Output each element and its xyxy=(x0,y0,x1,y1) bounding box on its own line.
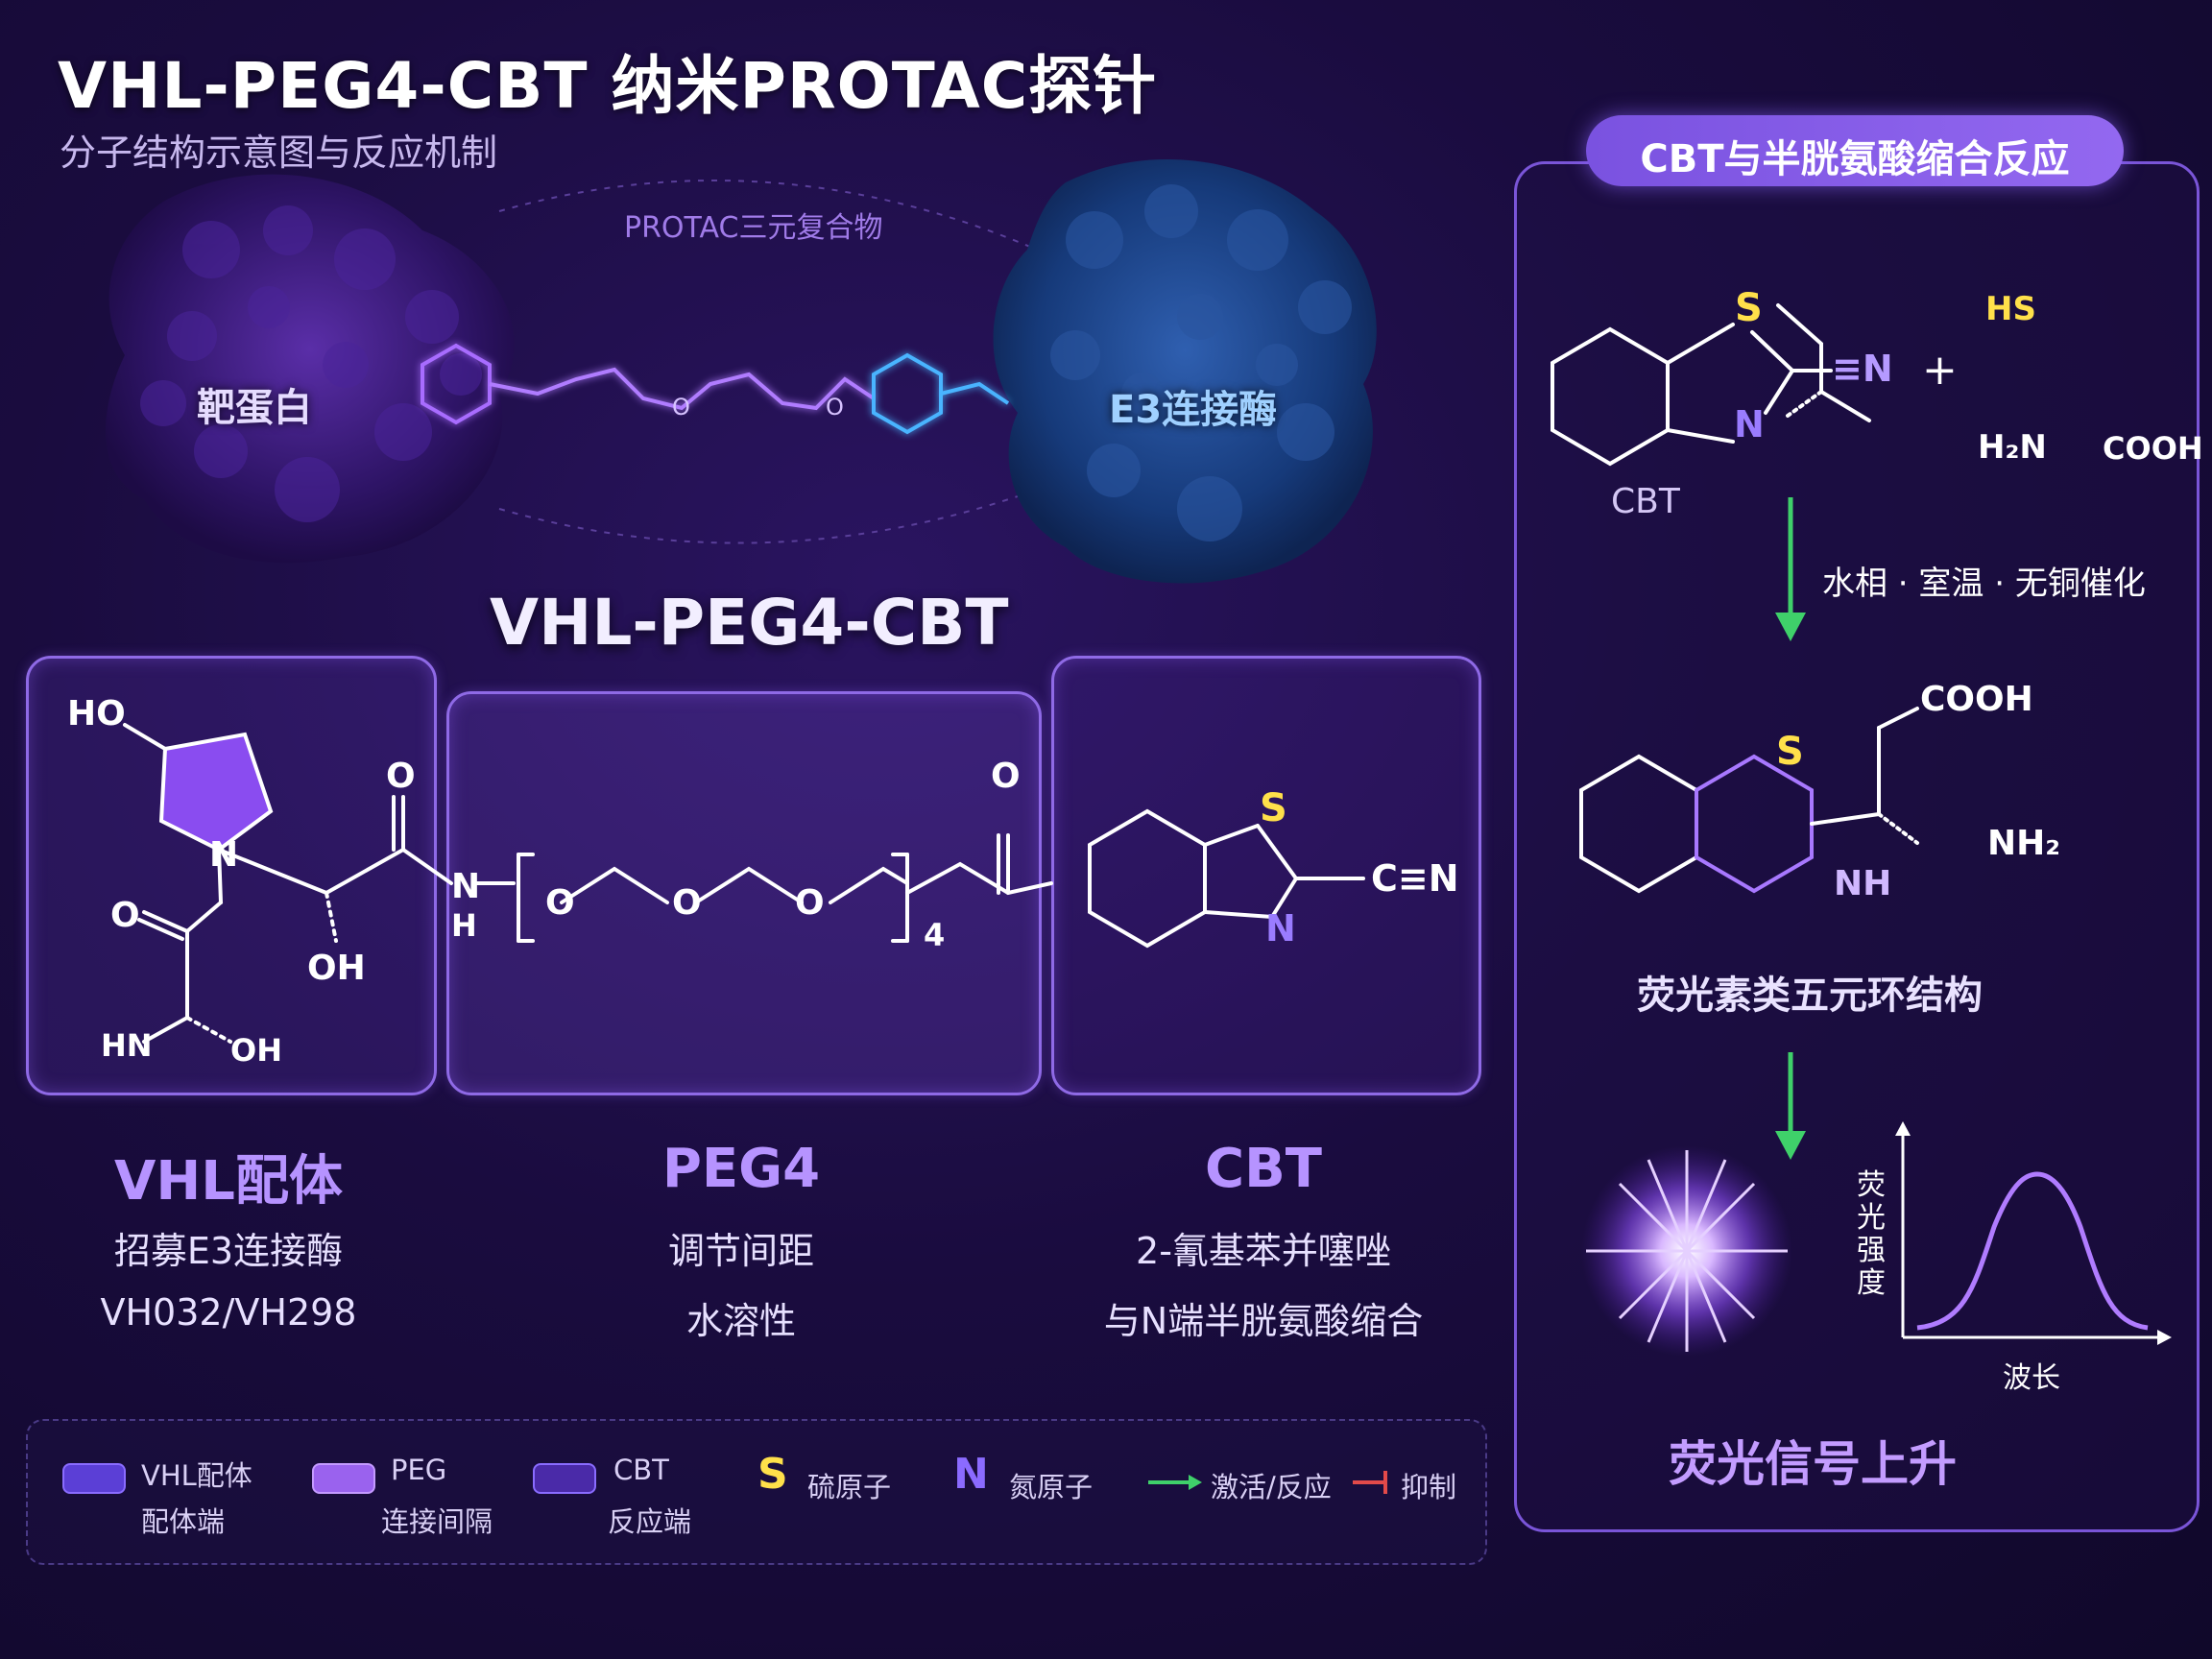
spectrum-plot xyxy=(1895,1121,2172,1345)
legend-swatch-cbt xyxy=(533,1463,596,1494)
legend-nitrogen-label: 氮原子 xyxy=(1009,1471,1094,1503)
target-protein-label: 靶蛋白 xyxy=(197,386,312,430)
peg-segment-title: PEG4 xyxy=(661,1138,821,1200)
svg-text:O: O xyxy=(672,394,690,421)
svg-text:O: O xyxy=(826,394,844,421)
legend-cbt-line2: 反应端 xyxy=(608,1505,692,1538)
p-amine: NH₂ xyxy=(1987,824,2061,863)
page-title: VHL-PEG4-CBT 纳米PROTAC探针 xyxy=(58,49,1158,123)
legend-activate-label: 激活/反应 xyxy=(1211,1471,1332,1503)
reaction-conditions: 水相 · 室温 · 无铜催化 xyxy=(1822,565,2146,603)
atom-amide-h: H xyxy=(451,907,477,944)
p-carboxyl: COOH xyxy=(1920,680,2033,719)
p-nh: NH xyxy=(1834,864,1892,903)
legend-vhl-line1: VHL配体 xyxy=(141,1459,252,1492)
product-caption: 荧光素类五元环结构 xyxy=(1637,974,1983,1018)
vhl-segment-line1: 招募E3连接酶 xyxy=(113,1230,344,1272)
cbt-caption: CBT xyxy=(1611,482,1680,521)
legend-cbt-line1: CBT xyxy=(613,1454,669,1486)
target-protein-shape xyxy=(106,174,515,564)
legend-sulfur-label: 硫原子 xyxy=(807,1471,892,1503)
r1-sulfur: S xyxy=(1735,286,1763,330)
e3-ligase-label: E3连接酶 xyxy=(1109,388,1278,432)
legend: VHL配体 配体端 PEG 连接间隔 CBT 反应端 S 硫原子 N 氮原子 激… xyxy=(26,1419,1487,1565)
arrow-right-icon xyxy=(1148,1475,1202,1490)
reaction-scheme: + xyxy=(1551,303,2172,1357)
p-sulfur: S xyxy=(1776,730,1804,774)
atom-hn: HN xyxy=(101,1027,153,1064)
legend-nitrogen-symbol: N xyxy=(953,1450,989,1499)
plus-sign: + xyxy=(1922,346,1958,395)
linker-molecule xyxy=(421,343,1010,435)
atom-oh: OH xyxy=(307,949,366,988)
peg-segment-line2: 水溶性 xyxy=(685,1300,796,1342)
legend-swatch-peg xyxy=(312,1463,375,1494)
peg-repeat-subscript: 4 xyxy=(924,917,945,953)
legend-peg-line2: 连接间隔 xyxy=(381,1505,493,1538)
vhl-segment-box xyxy=(26,656,437,1095)
fluorescence-burst-icon xyxy=(1581,1145,1792,1357)
atom-o-amide: O xyxy=(110,896,140,935)
atom-cn: C≡N xyxy=(1371,857,1459,900)
e3-ligase-shape xyxy=(993,159,1377,584)
vhl-segment-title: VHL配体 xyxy=(114,1150,343,1213)
molecule-structure: HO N O OH O HN OH N H O O O 4 O S N C≡N xyxy=(67,694,1459,1069)
atom-oh-2: OH xyxy=(230,1032,282,1069)
reaction-arrow-icon xyxy=(1775,613,1806,641)
atom-o-ketone: O xyxy=(991,757,1021,796)
cbt-segment-box xyxy=(1051,656,1481,1095)
page-subtitle: 分子结构示意图与反应机制 xyxy=(60,132,498,174)
atom-ho: HO xyxy=(67,694,126,733)
reaction-panel-title: CBT与半胱氨酸缩合反应 xyxy=(1640,137,2070,181)
legend-swatch-vhl xyxy=(62,1463,126,1494)
atom-amide-n: N xyxy=(451,867,480,906)
cbt-segment-title: CBT xyxy=(1205,1138,1322,1200)
legend-sulfur-symbol: S xyxy=(757,1450,788,1499)
peg-segment-line1: 调节间距 xyxy=(667,1230,814,1272)
atom-n-thiazole: N xyxy=(1265,907,1296,950)
atom-n: N xyxy=(209,835,238,875)
legend-vhl-line2: 配体端 xyxy=(141,1505,226,1538)
atom-o-peg-3: O xyxy=(795,883,825,923)
legend-peg-line1: PEG xyxy=(391,1454,447,1486)
spectrum-x-label: 波长 xyxy=(2003,1361,2060,1395)
signal-arrow-icon xyxy=(1775,1131,1806,1160)
r1-nitrile: ≡N xyxy=(1832,348,1893,390)
vhl-segment-line2: VH032/VH298 xyxy=(100,1291,357,1334)
r2-thiol: HS xyxy=(1985,290,2036,328)
molecule-title: VHL-PEG4-CBT xyxy=(490,586,1009,660)
r1-nitrogen: N xyxy=(1734,403,1765,445)
atom-s: S xyxy=(1260,786,1287,830)
spectrum-y-label: 荧光强度 xyxy=(1857,1168,1886,1300)
cbt-segment-line2: 与N端半胱氨酸缩合 xyxy=(1103,1300,1424,1342)
atom-o-peg-1: O xyxy=(545,883,575,923)
inhibit-icon xyxy=(1353,1471,1387,1494)
r2-carboxyl: COOH xyxy=(2103,430,2203,467)
signal-caption: 荧光信号上升 xyxy=(1669,1436,1957,1492)
reaction-panel-header xyxy=(1586,115,2124,186)
atom-o-peg-2: O xyxy=(672,883,702,923)
atom-o-carbonyl: O xyxy=(386,757,416,796)
peg-segment-box xyxy=(446,691,1042,1095)
ternary-complex-illustration: O O xyxy=(106,159,1377,584)
ternary-complex-label: PROTAC三元复合物 xyxy=(624,211,883,245)
cbt-segment-line1: 2-氰基苯并噻唑 xyxy=(1136,1230,1391,1272)
r2-amine: H₂N xyxy=(1978,428,2047,467)
legend-inhibit-label: 抑制 xyxy=(1401,1471,1457,1503)
